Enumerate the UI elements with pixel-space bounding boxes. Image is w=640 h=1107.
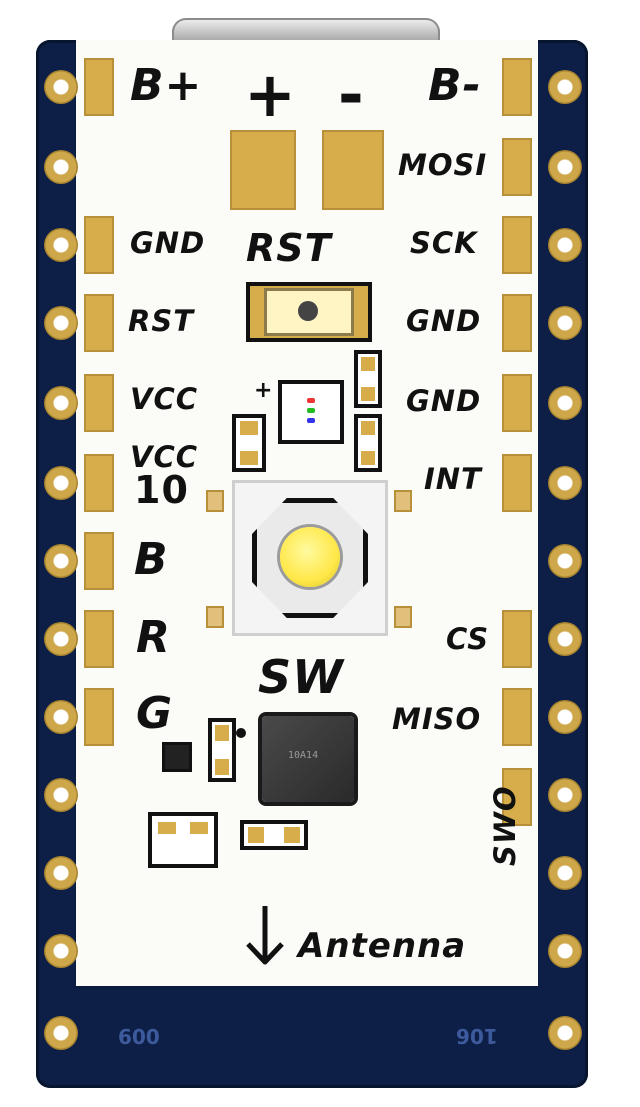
right-pad-miso xyxy=(502,688,532,746)
right-pad-gnd-2 xyxy=(502,374,532,432)
right-pin-13 xyxy=(548,1016,582,1050)
left-pin-3 xyxy=(44,228,78,262)
label-vcc-io-bottom: 10 xyxy=(134,468,189,512)
right-pin-2 xyxy=(548,150,582,184)
label-b-plus: B+ xyxy=(130,60,203,111)
switch-pad-tr xyxy=(394,490,412,512)
led-blue-dot xyxy=(307,418,315,423)
label-swo: SWO xyxy=(488,785,522,866)
left-pad-vcc xyxy=(84,374,114,432)
label-r: R xyxy=(136,612,171,663)
right-pad-gnd-1 xyxy=(502,294,532,352)
label-b-minus: B- xyxy=(428,60,482,111)
board-text-left: 009 xyxy=(118,1024,160,1048)
down-arrow-icon xyxy=(246,906,284,965)
smd-capacitor-3 xyxy=(240,820,308,850)
sw-title: SW xyxy=(258,650,344,704)
label-gnd-right-2: GND xyxy=(406,384,482,418)
antenna-label: Antenna xyxy=(298,926,467,966)
right-pad-cs xyxy=(502,610,532,668)
left-pin-6 xyxy=(44,466,78,500)
left-pad-gnd xyxy=(84,216,114,274)
left-pad-rst xyxy=(84,294,114,352)
label-int: INT xyxy=(424,462,482,496)
left-pad-r xyxy=(84,610,114,668)
right-pin-11 xyxy=(548,856,582,890)
right-pad-int xyxy=(502,454,532,512)
left-pin-9 xyxy=(44,700,78,734)
right-pad-b-minus xyxy=(502,58,532,116)
left-pad-g xyxy=(84,688,114,746)
battery-plus-pad xyxy=(230,130,296,210)
smd-resistor-1 xyxy=(354,414,382,472)
smd-resistor-2 xyxy=(232,414,266,472)
label-miso: MISO xyxy=(392,702,482,736)
left-pin-10 xyxy=(44,778,78,812)
label-gnd-left: GND xyxy=(130,226,206,260)
right-pin-1 xyxy=(548,70,582,104)
led-green-dot xyxy=(307,408,315,413)
left-pin-12 xyxy=(44,934,78,968)
right-pin-3 xyxy=(548,228,582,262)
switch-pad-tl xyxy=(206,490,224,512)
smd-resistor-pair xyxy=(148,812,218,868)
left-pin-4 xyxy=(44,306,78,340)
light-sensor xyxy=(162,742,192,772)
chip-marking: 10A14 xyxy=(288,750,319,761)
left-pin-11 xyxy=(44,856,78,890)
reset-button-dot xyxy=(298,301,318,321)
led-plus-mark: + xyxy=(254,378,274,403)
left-pin-5 xyxy=(44,386,78,420)
right-pad-swo xyxy=(502,768,532,826)
user-switch-cap[interactable] xyxy=(280,527,340,587)
smd-capacitor-2 xyxy=(208,718,236,782)
label-sck: SCK xyxy=(410,226,478,260)
label-mosi: MOSI xyxy=(398,148,488,182)
left-pin-13 xyxy=(44,1016,78,1050)
left-pad-vcc-io xyxy=(84,454,114,512)
label-cs: CS xyxy=(446,622,490,656)
right-pin-12 xyxy=(548,934,582,968)
right-pin-5 xyxy=(548,386,582,420)
rgb-led xyxy=(278,380,344,444)
right-pin-9 xyxy=(548,700,582,734)
label-vcc-io-top: VCC xyxy=(130,440,199,474)
led-red-dot xyxy=(307,398,315,403)
left-pin-1 xyxy=(44,70,78,104)
battery-minus-pad xyxy=(322,130,384,210)
label-rst-left: RST xyxy=(128,304,194,338)
right-pad-mosi xyxy=(502,138,532,196)
right-pin-4 xyxy=(548,306,582,340)
left-pin-2 xyxy=(44,150,78,184)
board-text-right: 106 xyxy=(456,1024,498,1048)
left-pad-b xyxy=(84,532,114,590)
label-gnd-right-1: GND xyxy=(406,304,482,338)
right-pad-sck xyxy=(502,216,532,274)
label-g: G xyxy=(136,688,174,739)
left-pad-b-plus xyxy=(84,58,114,116)
label-b: B xyxy=(134,534,169,585)
switch-pad-br xyxy=(394,606,412,628)
switch-pad-bl xyxy=(206,606,224,628)
label-minus: - xyxy=(338,58,365,131)
left-pin-7 xyxy=(44,544,78,578)
right-pin-8 xyxy=(548,622,582,656)
smd-capacitor-1 xyxy=(354,350,382,408)
left-pin-8 xyxy=(44,622,78,656)
pin1-marker xyxy=(236,728,246,738)
label-vcc: VCC xyxy=(130,382,199,416)
label-plus: + xyxy=(244,58,297,131)
right-pin-7 xyxy=(548,544,582,578)
rst-title: RST xyxy=(246,226,332,270)
wireless-chip xyxy=(262,716,354,802)
right-pin-10 xyxy=(548,778,582,812)
right-pin-6 xyxy=(548,466,582,500)
